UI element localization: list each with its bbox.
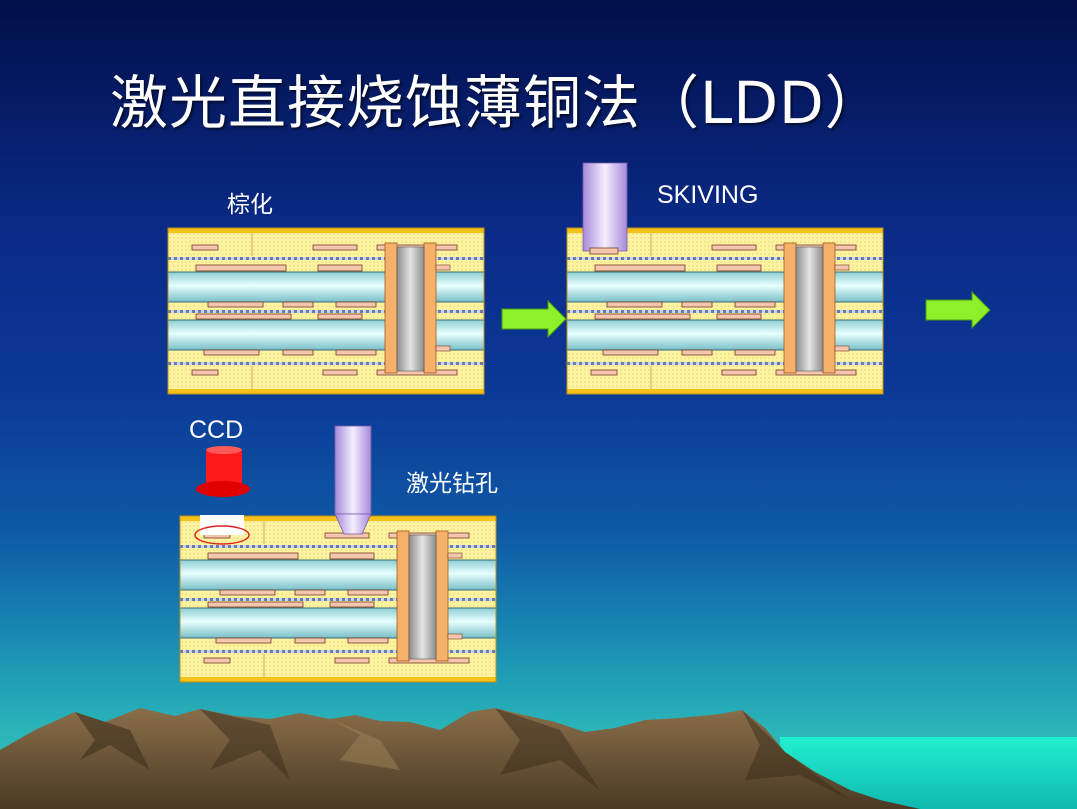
skiving-beam	[582, 162, 628, 252]
process-arrow-2	[925, 291, 991, 329]
ccd-alignment-mark	[194, 525, 250, 545]
landscape-decoration	[0, 708, 1077, 809]
ccd-target-window	[200, 515, 244, 535]
step-label-laser-drilling: 激光钻孔	[406, 471, 498, 497]
ccd-camera-icon	[196, 446, 250, 497]
ccd-label: CCD	[189, 416, 244, 444]
skiving-pad	[589, 247, 619, 255]
slide-title: 激光直接烧蚀薄铜法（LDD）	[110, 69, 884, 137]
pcb-section-browning	[167, 227, 485, 395]
step-label-skiving: SKIVING	[657, 181, 759, 209]
laser-beam	[334, 425, 372, 535]
process-arrow-1	[501, 300, 567, 338]
step-label-browning: 棕化	[227, 192, 273, 218]
pcb-section-laser-drilling	[179, 515, 497, 683]
